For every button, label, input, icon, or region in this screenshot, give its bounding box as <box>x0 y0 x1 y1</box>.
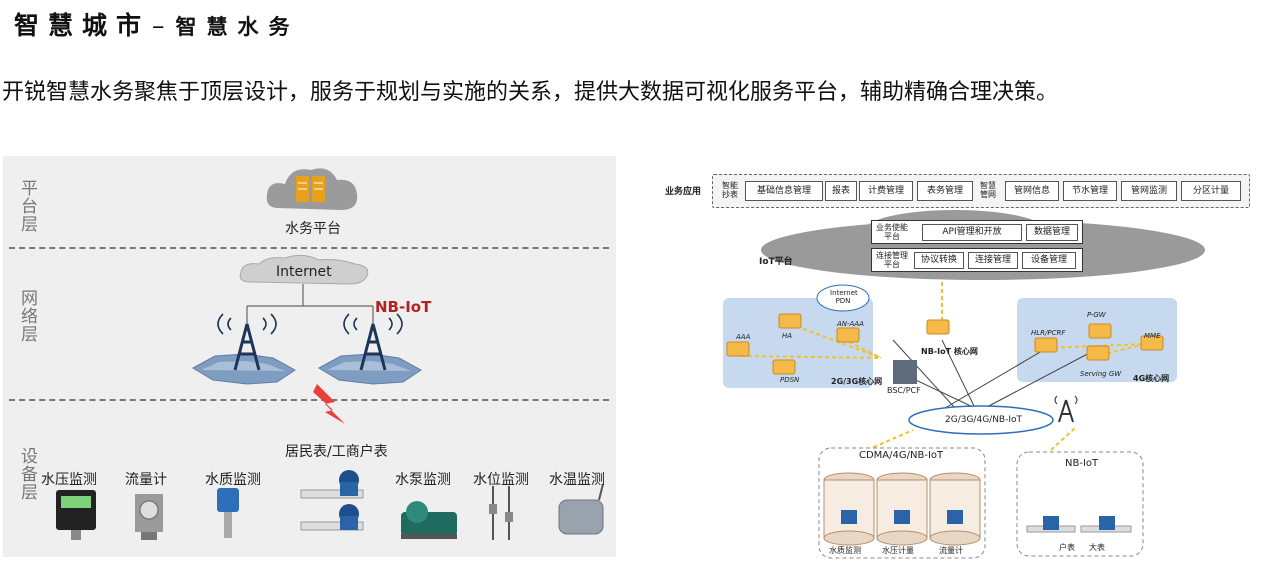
water-level-sensor-icon <box>489 486 513 540</box>
node-label-sgw: Serving GW <box>1080 370 1122 378</box>
page-title: 智慧城市–智慧水务 <box>14 6 300 42</box>
intro-text: 开锐智慧水务聚焦于顶层设计，服务于规划与实施的关系，提供大数据可视化服务平台，辅… <box>2 80 1059 105</box>
water-meter-icon <box>1026 516 1076 533</box>
water-meter-icon <box>1080 516 1132 533</box>
layer-divider-2 <box>9 399 609 401</box>
device-label-flowmeter: 流量计 <box>125 472 167 488</box>
iot-connect-item: 协议转换 <box>914 252 964 269</box>
pressure-monitor-icon <box>56 490 96 540</box>
iot-enable-head: 业务使能平台 <box>876 223 908 241</box>
router-node-icon <box>926 319 950 335</box>
base-station-tower-icon <box>317 313 422 385</box>
iot-enable-item: API管理和开放 <box>922 224 1022 241</box>
water-meter-icon <box>300 470 364 499</box>
nbiot-core-label: NB-IoT 核心网 <box>921 347 978 356</box>
right-network-diagram: 业务应用 智能抄表 基础信息管理 报表 计费管理 表务管理 智慧管网 管网信息 … <box>655 160 1255 560</box>
iot-enable-item: 数据管理 <box>1026 224 1078 241</box>
base-station-tower-icon <box>191 313 296 385</box>
router-node-icon <box>1086 345 1110 361</box>
bsc-server-icon <box>893 360 917 384</box>
node-label-aaa: AAA <box>736 333 751 341</box>
tank-label: 水质监测 <box>829 546 861 555</box>
group-left-title: CDMA/4G/NB-IoT <box>859 450 944 461</box>
title-dash: – <box>152 11 174 40</box>
router-node-icon <box>726 341 750 357</box>
meter-label: 居民表/工商户表 <box>285 444 388 460</box>
iot-connect-item: 连接管理 <box>968 252 1018 269</box>
app-item: 表务管理 <box>917 181 973 201</box>
router-node-icon <box>1088 323 1112 339</box>
flowmeter-icon <box>135 494 163 540</box>
title-subtitle: 智慧水务 <box>175 14 300 39</box>
app-layer-box: 智能抄表 基础信息管理 报表 计费管理 表务管理 智慧管网 管网信息 节水管理 … <box>712 174 1250 208</box>
node-label-an-aaa: AN-AAA <box>837 320 864 328</box>
layer-label-platform: 平台层 <box>21 179 38 235</box>
router-node-icon <box>836 327 860 343</box>
meter-label: 户表 <box>1059 543 1075 552</box>
tank-icon <box>876 472 928 546</box>
app-item: 管网信息 <box>1005 181 1059 201</box>
node-label-ha: HA <box>782 332 793 340</box>
iot-platform-label: IoT平台 <box>759 257 793 267</box>
net-4g-label: 4G核心网 <box>1133 374 1170 383</box>
platform-cloud-icon <box>266 168 358 210</box>
bsc-label: BSC/PCF <box>887 386 921 395</box>
router-node-icon <box>772 359 796 375</box>
app-item: 计费管理 <box>859 181 913 201</box>
net-4g-panel <box>1017 298 1177 382</box>
lightning-icon <box>313 384 345 424</box>
router-node-icon <box>1034 337 1058 353</box>
internet-cloud-icon <box>239 254 369 285</box>
node-label-pdsn: PDSN <box>780 376 800 384</box>
tank-icon <box>929 472 981 546</box>
net-2g3g-label: 2G/3G核心网 <box>831 377 883 386</box>
iot-connect-head: 连接管理平台 <box>876 251 908 269</box>
water-temperature-sensor-icon <box>558 483 604 535</box>
app-layer-label: 业务应用 <box>665 187 702 197</box>
group-right-title: NB-IoT <box>1065 458 1099 469</box>
device-label-pressure: 水压监测 <box>41 472 97 488</box>
device-label-temperature: 水温监测 <box>549 472 605 488</box>
app-item: 智能抄表 <box>722 181 738 199</box>
tank-icon <box>823 472 875 546</box>
water-quality-sensor-icon <box>217 488 239 538</box>
access-cloud-label: 2G/3G/4G/NB-IoT <box>945 415 1023 425</box>
internet-pdn-label: Internet PDN <box>830 289 858 305</box>
layer-label-network: 网络层 <box>21 289 38 345</box>
layer-label-device: 设备层 <box>21 447 38 503</box>
access-cloud <box>908 405 1054 435</box>
water-pump-icon <box>401 501 457 539</box>
app-item: 管网监测 <box>1121 181 1177 201</box>
title-main: 智慧城市 <box>14 11 151 40</box>
app-item: 智慧管网 <box>980 181 996 199</box>
app-item: 节水管理 <box>1063 181 1117 201</box>
platform-label: 水务平台 <box>285 221 341 237</box>
internet-pdn-cloud <box>816 284 870 312</box>
device-label-quality: 水质监测 <box>205 472 261 488</box>
router-node-icon <box>1140 335 1164 351</box>
iot-connect-item: 设备管理 <box>1022 252 1076 269</box>
cell-tower-icon <box>1054 395 1078 423</box>
router-node-icon <box>778 313 802 329</box>
device-label-level: 水位监测 <box>473 472 529 488</box>
left-architecture-diagram: 平台层 网络层 设备层 <box>3 156 616 557</box>
node-label-pgw: P-GW <box>1087 311 1106 319</box>
device-label-pump: 水泵监测 <box>395 472 451 488</box>
app-item: 报表 <box>825 181 857 201</box>
iot-enable-row: 业务使能平台 API管理和开放 数据管理 <box>871 220 1083 244</box>
tank-label: 水压计量 <box>882 546 914 555</box>
layer-divider-1 <box>9 247 609 249</box>
app-item: 分区计量 <box>1181 181 1241 201</box>
left-diagram-graphics <box>56 168 604 540</box>
net-2g3g-panel <box>723 298 873 388</box>
iot-connect-row: 连接管理平台 协议转换 连接管理 设备管理 <box>871 248 1083 272</box>
nbiot-label: NB-IoT <box>375 298 432 316</box>
meter-label: 大表 <box>1089 543 1105 552</box>
internet-label: Internet <box>276 264 332 280</box>
tank-label: 流量计 <box>939 546 963 555</box>
node-label-hlr: HLR/PCRF <box>1031 329 1066 337</box>
node-label-mme: MME <box>1144 332 1161 340</box>
app-item: 基础信息管理 <box>745 181 823 201</box>
water-meter-icon <box>300 504 364 531</box>
